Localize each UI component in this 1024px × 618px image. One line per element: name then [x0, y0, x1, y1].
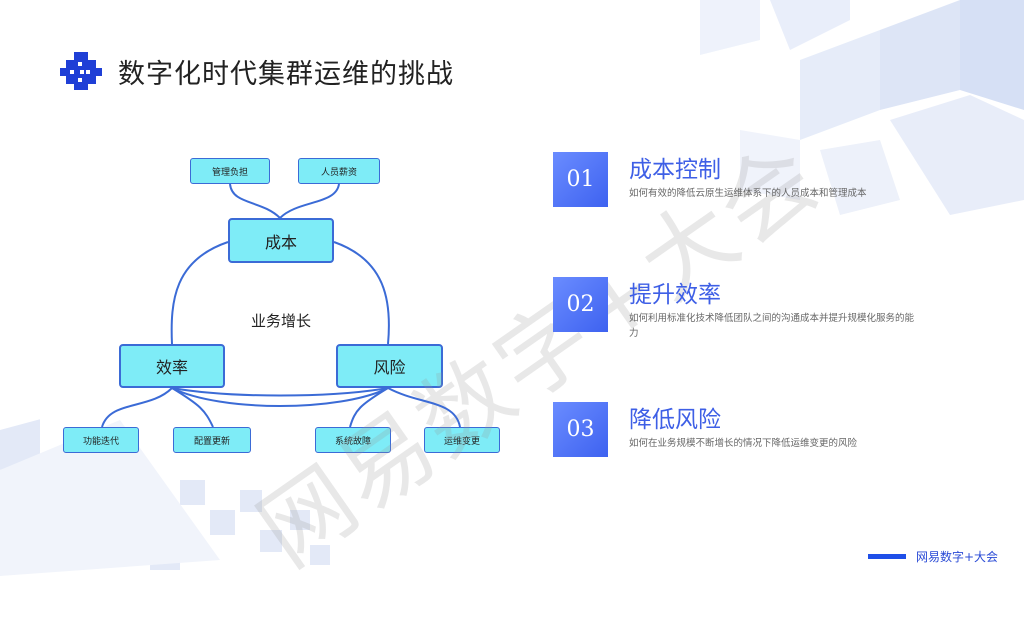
footer-brand-text: 网易数字+大会 [916, 549, 999, 564]
challenge-item-cost: 01 成本控制 如何有效的降低云原生运维体系下的人员成本和管理成本 [553, 152, 973, 212]
item-title: 成本控制 [629, 157, 721, 183]
item-description: 如何在业务规模不断增长的情况下降低运维变更的风险 [629, 438, 858, 449]
item-number-badge: 02 [553, 277, 608, 332]
challenge-item-efficiency: 02 提升效率 如何利用标准化技术降低团队之间的沟通成本并提升规模化服务的能力 [553, 277, 973, 339]
item-title: 提升效率 [629, 282, 721, 308]
node-efficiency: 效率 [119, 344, 225, 388]
node-risk: 风险 [336, 344, 443, 388]
node-config-update: 配置更新 [173, 427, 251, 453]
node-ops-change: 运维变更 [424, 427, 500, 453]
item-title: 降低风险 [629, 407, 721, 433]
center-label: 业务增长 [250, 312, 311, 330]
item-number-badge: 03 [553, 402, 608, 457]
footer-accent-bar [868, 553, 906, 559]
challenge-item-risk: 03 降低风险 如何在业务规模不断增长的情况下降低运维变更的风险 [553, 402, 973, 462]
node-cost: 成本 [228, 218, 334, 263]
title-bar: 数字化时代集群运维的挑战 [58, 50, 454, 92]
node-feature-iteration: 功能迭代 [63, 427, 139, 453]
pixel-cross-logo-icon [60, 52, 102, 90]
node-staff-salary: 人员薪资 [298, 158, 380, 184]
node-management-burden: 管理负担 [190, 158, 270, 184]
item-description: 如何有效的降低云原生运维体系下的人员成本和管理成本 [629, 188, 867, 199]
page-title: 数字化时代集群运维的挑战 [118, 58, 454, 90]
item-number-badge: 01 [553, 152, 608, 207]
background-decoration [0, 0, 1024, 576]
footer-brand: 网易数字+大会 [868, 546, 998, 566]
node-system-failure: 系统故障 [315, 427, 391, 453]
diagram-connectors [101, 183, 461, 428]
item-description: 如何利用标准化技术降低团队之间的沟通成本并提升规模化服务的能力 [629, 313, 915, 339]
